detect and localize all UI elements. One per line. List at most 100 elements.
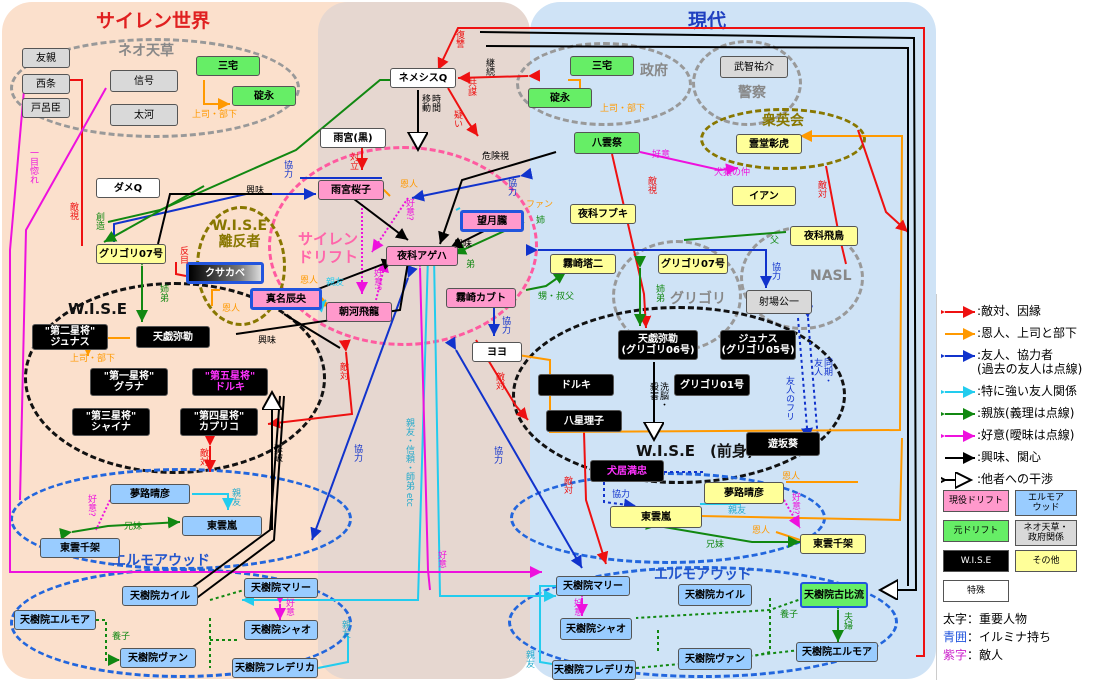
siren-drift-label: サイレン ドリフト — [298, 230, 359, 266]
taiga-node: 太河 — [110, 104, 178, 126]
edge-label: 上司・部下 — [600, 104, 646, 114]
van-left-node: 天樹院ヴァン — [120, 648, 196, 668]
edge-label: 協力 — [770, 262, 780, 280]
toun-right-node: 東雲嵐 — [610, 506, 702, 528]
yumeji-left-node: 夢路晴彦 — [110, 484, 190, 504]
edge-label: 敵視 — [68, 202, 78, 220]
kiryu-node: 霊堂彰虎 — [736, 134, 802, 154]
edge-label: 復讐 — [454, 30, 464, 48]
edge-label: 協力 — [282, 160, 292, 178]
edge-label: 兄妹 — [706, 540, 725, 550]
nobutoshi-node: 信号 — [110, 70, 178, 92]
legend: :敵対、因縁 :恩人、上司と部下 :友人、協力者 (過去の友人は点線) :特に強… — [936, 294, 1105, 680]
tenge-right-node: 天戯弥勒 (グリゴリ06号) — [618, 330, 698, 360]
edge-label: 好意? — [404, 198, 414, 221]
edge-label: 姉弟 — [158, 284, 168, 302]
edge-label: ファン — [526, 200, 554, 210]
edge-label: 疑い — [452, 110, 462, 128]
legend-arrows — [941, 306, 975, 492]
edge-label: 父 — [770, 236, 780, 246]
edge-label: 友人のフリ — [784, 376, 794, 421]
edge-label: 兄妹 — [124, 522, 143, 532]
yusaka-node: 遊坂葵 — [746, 432, 820, 456]
edge-label: 親友・信頼・師弟 etc — [404, 418, 414, 507]
legend-item: :興味、関心 — [977, 450, 1042, 464]
shao-right-node: 天樹院シャオ — [560, 618, 632, 640]
elmo-left-ellipse-2 — [10, 568, 352, 678]
elmo-left-label: エルモアウッド — [112, 553, 210, 569]
tenge-left-node: 天戯弥勒 — [136, 326, 210, 348]
grigori07-left-node: グリゴリ07号 — [96, 244, 166, 264]
edge-label: 敵対 — [338, 362, 348, 380]
keisatsu-label: 警察 — [738, 85, 766, 101]
edge-label: 犬猿の仲 — [714, 168, 751, 178]
nasl-label: NASL — [810, 268, 852, 284]
edge-label: 反目 — [178, 246, 188, 264]
frederica-right-node: 天樹院フレデリカ — [552, 660, 636, 680]
neo-amakusa-ellipse — [10, 38, 300, 138]
legend-note-bold: 太字：重要人物 — [943, 612, 1028, 626]
buchi-node: 武智祐介 — [720, 56, 788, 78]
edge-label: 興味 — [454, 240, 473, 250]
edge-label: 対立 — [348, 152, 358, 170]
legend-item: :親族(義理は点線) — [977, 406, 1075, 420]
edge-label: 夫婦 — [842, 612, 852, 630]
legend-swatch-drift: 現役ドリフト — [943, 490, 1009, 512]
edge-label: 敵視 — [646, 176, 656, 194]
legend-item: :恩人、上司と部下 — [977, 326, 1078, 340]
legend-note-blue-text: ：イルミナ持ち — [967, 630, 1052, 644]
grigori-label: グリゴリ — [670, 291, 726, 307]
edge-label: 同期・ 友人 — [812, 358, 832, 385]
siren-world-title: サイレン世界 — [96, 10, 211, 32]
edge-label: 好意 — [436, 550, 446, 568]
legend-swatch-neo: ネオ天草・ 政府関係 — [1015, 520, 1077, 546]
legend-swatch-other: その他 — [1015, 550, 1077, 572]
legend-note-purple: 紫字：敵人 — [943, 648, 1003, 662]
wise-left-label: W.I.S.E — [68, 300, 128, 318]
grana-node: "第一星将" グラナ — [90, 368, 168, 396]
edge-label: 恩人 — [300, 276, 319, 286]
legend-note-purple-text: ：敵人 — [967, 648, 1004, 662]
seifu-label: 政府 — [640, 63, 668, 79]
legend-item: :好意(曖昧は点線) — [977, 428, 1075, 442]
edge-label: 敵対 — [562, 476, 572, 494]
grigori07-right-node: グリゴリ07号 — [658, 254, 728, 274]
edge-label: 創造 — [94, 212, 104, 230]
toun-left-node: 東雲嵐 — [182, 516, 262, 536]
edge-label: 協力 — [612, 490, 631, 500]
edge-label: 洗脳・ 殺害 — [648, 382, 668, 409]
edge-label: 親友 — [728, 506, 747, 516]
edge-label: 共謀 — [466, 78, 476, 96]
kapuriko-node: "第四星将" カプリコ — [180, 408, 258, 436]
shueikai-label: 衆英会 — [762, 113, 804, 129]
seifu-ellipse — [516, 42, 692, 126]
wise-rebel-label: W.I.S.E 離反者 — [212, 218, 268, 250]
edge-label: 姉弟 — [654, 284, 664, 302]
edge-label: 恩人 — [222, 304, 241, 314]
legend-item: :敵対、因縁 — [977, 304, 1042, 318]
mochizuki-node: 望月朧 — [460, 210, 524, 232]
edge-label: 親友 — [230, 488, 240, 506]
saijo-node: 西条 — [22, 74, 70, 94]
edge-label: 恩人 — [752, 526, 771, 536]
legend-item: :特に強い友人関係 — [977, 384, 1078, 398]
frederica-left-node: 天樹院フレデリカ — [232, 658, 318, 678]
yahoshiriko-node: 八星理子 — [546, 410, 622, 432]
yoyo-node: ヨヨ — [472, 342, 522, 362]
kairu-left-node: 天樹院カイル — [122, 586, 198, 606]
inukai-node: 犬居満忠 — [590, 460, 664, 482]
legend-item: :他者への干渉 — [977, 472, 1054, 486]
mary-left-node: 天樹院マリー — [244, 578, 318, 598]
edge-label: 敵対 — [494, 372, 504, 390]
elmo-right-label: エルモアウッド — [654, 567, 752, 583]
grigori01-node: グリゴリ01号 — [674, 374, 750, 396]
ian-node: イアン — [732, 186, 796, 206]
elmo-right-ellipse-2 — [508, 566, 898, 678]
modern-title: 現代 — [688, 10, 727, 32]
iba-koichi-node: 射場公一 — [746, 290, 812, 314]
van-right-node: 天樹院ヴァン — [678, 648, 752, 670]
edge-label: 好意? — [372, 268, 382, 291]
edge-label: 親友 — [326, 278, 345, 288]
edge-label: 興味 — [258, 336, 277, 346]
edge-label: 恩人 — [400, 180, 419, 190]
